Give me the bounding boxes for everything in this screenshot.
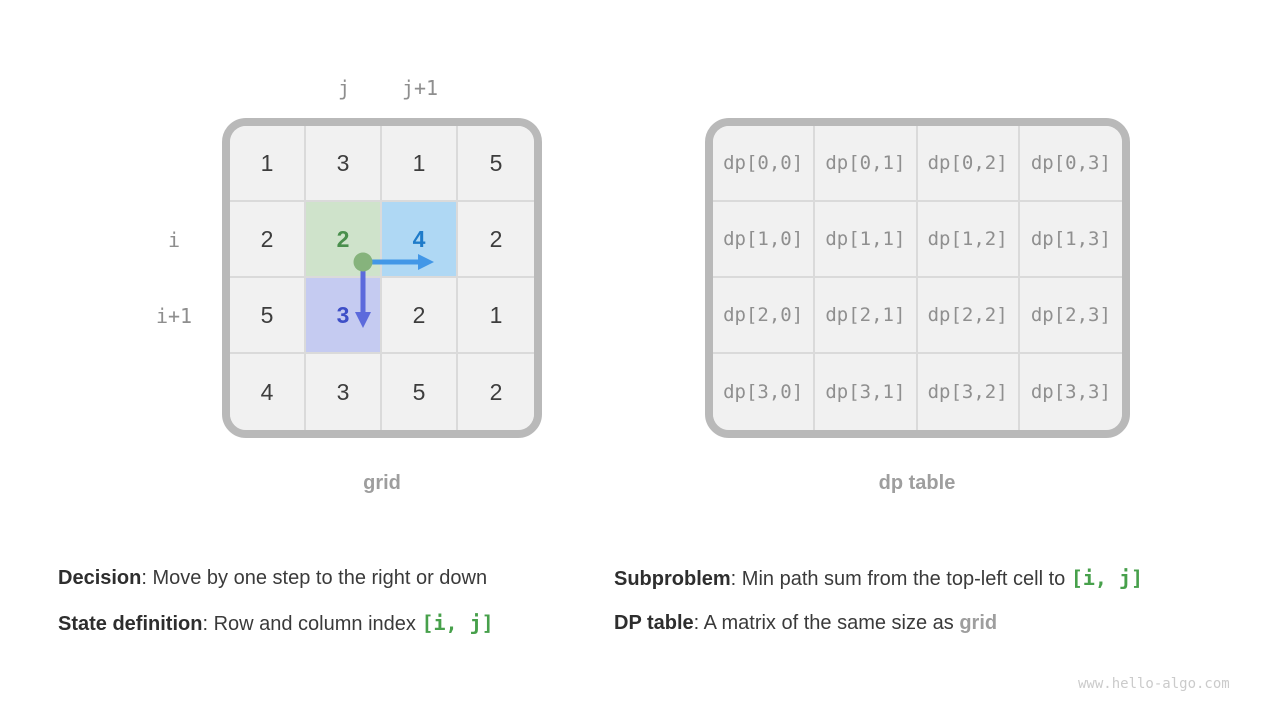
grid-cell-3-0: 4	[230, 354, 306, 430]
dp-cell-3-0: dp[3,0]	[713, 354, 816, 430]
note-subproblem-text: : Min path sum from the top-left cell to	[730, 568, 1071, 590]
dp-table: dp[0,0] dp[0,1] dp[0,2] dp[0,3] dp[1,0] …	[705, 118, 1130, 438]
dp-cells: dp[0,0] dp[0,1] dp[0,2] dp[0,3] dp[1,0] …	[713, 126, 1122, 430]
grid-caption: grid	[363, 472, 401, 494]
dp-cell-3-1: dp[3,1]	[815, 354, 918, 430]
note-subproblem-code: [i, j]	[1070, 566, 1144, 590]
note-subproblem: Subproblem: Min path sum from the top-le…	[614, 556, 1143, 601]
note-subproblem-label: Subproblem	[614, 568, 731, 590]
dp-cell-0-0: dp[0,0]	[713, 126, 816, 202]
dp-cell-2-2: dp[2,2]	[917, 278, 1020, 354]
grid-cell-1-0: 2	[230, 202, 306, 278]
note-state-text: : Row and column index	[202, 613, 422, 635]
col-label-j: j	[337, 76, 351, 100]
grid-cell-3-1: 3	[306, 354, 382, 430]
dp-cell-1-1: dp[1,1]	[815, 202, 918, 278]
move-right-arrow	[370, 254, 434, 270]
note-state-definition: State definition: Row and column index […	[58, 601, 494, 646]
grid-cell-1-3: 2	[458, 202, 534, 278]
grid-cell-0-0: 1	[230, 126, 306, 202]
watermark: www.hello-algo.com	[1078, 676, 1230, 692]
dp-cell-3-2: dp[3,2]	[917, 354, 1020, 430]
dp-cell-1-3: dp[1,3]	[1019, 202, 1122, 278]
dp-cell-2-3: dp[2,3]	[1019, 278, 1122, 354]
current-cell-dot	[353, 252, 373, 272]
dp-cell-0-2: dp[0,2]	[917, 126, 1020, 202]
dp-cell-0-1: dp[0,1]	[815, 126, 918, 202]
note-dp-label: DP table	[614, 612, 694, 634]
note-dp-text: : A matrix of the same size as	[693, 612, 960, 634]
grid-cell-0-2: 1	[382, 126, 458, 202]
grid-cell-2-0: 5	[230, 278, 306, 354]
note-state-label: State definition	[58, 613, 203, 635]
notes-left: Decision: Move by one step to the right …	[58, 556, 494, 646]
grid-cell-0-3: 5	[458, 126, 534, 202]
dp-cell-2-0: dp[2,0]	[713, 278, 816, 354]
note-state-code: [i, j]	[421, 611, 494, 635]
note-decision-text: : Move by one step to the right or down	[141, 567, 488, 589]
dp-cell-1-2: dp[1,2]	[917, 202, 1020, 278]
dp-cell-1-0: dp[1,0]	[713, 202, 816, 278]
note-dp-table: DP table: A matrix of the same size as g…	[614, 601, 1143, 646]
grid-cell-3-3: 2	[458, 354, 534, 430]
dp-cell-0-3: dp[0,3]	[1019, 126, 1122, 202]
grid-cell-3-2: 5	[382, 354, 458, 430]
dp-cell-2-1: dp[2,1]	[815, 278, 918, 354]
transition-arrows-overlay	[353, 252, 434, 328]
note-dp-grid-word: grid	[959, 612, 998, 634]
grid-cell-2-2: 2	[382, 278, 458, 354]
col-label-j-plus-1: j+1	[401, 76, 439, 100]
grid-cell-2-1-down-option: 3	[306, 278, 382, 354]
move-down-arrow	[355, 270, 371, 328]
note-decision-label: Decision	[58, 567, 142, 589]
dp-table-caption: dp table	[878, 472, 956, 494]
grid-cell-0-1: 3	[306, 126, 382, 202]
note-decision: Decision: Move by one step to the right …	[58, 556, 494, 601]
dp-cell-3-3: dp[3,3]	[1019, 354, 1122, 430]
grid-cell-2-3: 1	[458, 278, 534, 354]
row-label-i-plus-1: i+1	[155, 304, 193, 328]
row-label-i: i	[167, 228, 181, 252]
notes-right: Subproblem: Min path sum from the top-le…	[614, 556, 1143, 646]
